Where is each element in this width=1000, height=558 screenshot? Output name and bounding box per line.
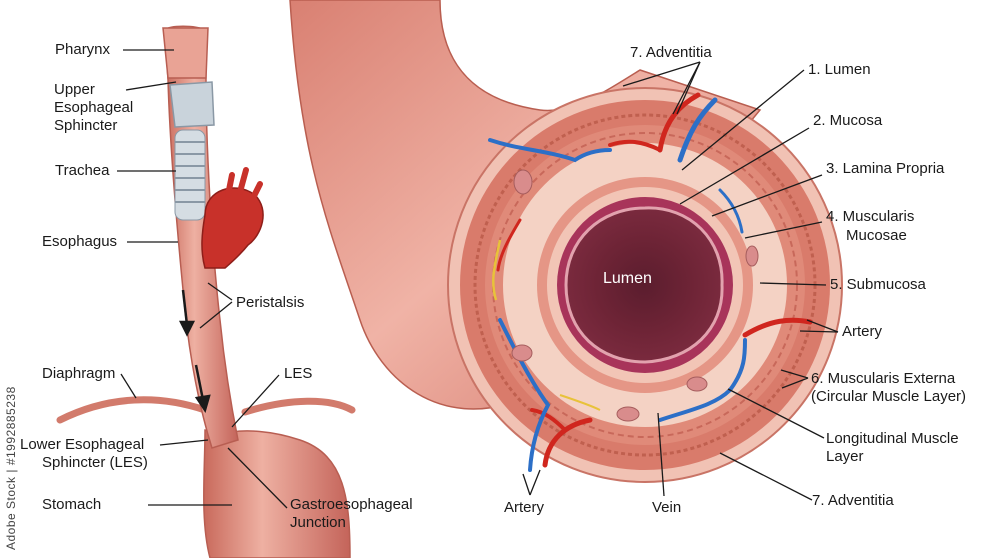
label-artery-right: Artery bbox=[842, 323, 883, 340]
gland bbox=[686, 376, 708, 392]
gland bbox=[513, 169, 533, 195]
label-esophagus: Esophagus bbox=[42, 233, 118, 250]
label-longitudinal-muscle-1: Longitudinal Muscle bbox=[826, 430, 959, 447]
label-muscularis-mucosae-2: Mucosae bbox=[846, 227, 907, 244]
circular-fiber-texture bbox=[492, 132, 798, 438]
label-les: LES bbox=[284, 365, 313, 382]
stock-watermark: Adobe Stock | #1992885238 bbox=[4, 386, 18, 550]
label-mucosa: 2. Mucosa bbox=[813, 112, 883, 129]
stomach-shape bbox=[203, 429, 351, 558]
label-artery-bottom: Artery bbox=[504, 499, 545, 516]
trachea-shape bbox=[174, 129, 206, 221]
label-adventitia-top: 7. Adventitia bbox=[630, 44, 712, 61]
esophagus-cross-section bbox=[289, 0, 843, 483]
larynx-shape bbox=[169, 81, 215, 128]
label-upper-esophageal-sphincter-3: Sphincter bbox=[54, 117, 118, 134]
label-lumen-center: Lumen bbox=[603, 270, 652, 287]
leader-lines bbox=[117, 49, 839, 509]
esophagus-overview bbox=[56, 25, 356, 558]
peristalsis-arrows bbox=[178, 289, 211, 413]
label-muscularis-mucosae-1: 4. Muscularis bbox=[826, 208, 915, 225]
lumen-cavity bbox=[564, 206, 724, 364]
label-diaphragm: Diaphragm bbox=[42, 365, 116, 382]
gland bbox=[745, 245, 759, 267]
label-longitudinal-muscle-2: Layer bbox=[826, 448, 864, 465]
label-muscularis-externa-1: 6. Muscularis Externa bbox=[811, 370, 956, 387]
label-trachea: Trachea bbox=[55, 162, 110, 179]
gland bbox=[616, 406, 640, 422]
diaphragm-shape bbox=[56, 396, 356, 424]
label-pharynx: Pharynx bbox=[55, 41, 111, 58]
label-stomach: Stomach bbox=[42, 496, 102, 513]
label-lower-esophageal-sphincter-1: Lower Esophageal bbox=[20, 436, 145, 453]
label-peristalsis: Peristalsis bbox=[236, 294, 305, 311]
label-submucosa: 5. Submucosa bbox=[830, 276, 926, 293]
nerve bbox=[492, 239, 502, 301]
aortic-branches bbox=[225, 167, 263, 203]
label-upper-esophageal-sphincter-2: Esophageal bbox=[54, 99, 134, 116]
label-gastroesophageal-junction-1: Gastroesophageal bbox=[290, 496, 413, 513]
pharynx-shape bbox=[162, 27, 209, 79]
gland bbox=[511, 344, 533, 362]
arteries bbox=[496, 92, 813, 468]
label-lamina-propria: 3. Lamina Propria bbox=[826, 160, 945, 177]
label-gastroesophageal-junction-2: Junction bbox=[290, 514, 346, 531]
label-vein: Vein bbox=[652, 499, 682, 516]
nerve-lower bbox=[559, 394, 601, 411]
label-lower-esophageal-sphincter-2: Sphincter (LES) bbox=[42, 454, 148, 471]
label-upper-esophageal-sphincter-1: Upper bbox=[54, 81, 95, 98]
label-muscularis-externa-2: (Circular Muscle Layer) bbox=[811, 388, 967, 405]
label-adventitia-bottom: 7. Adventitia bbox=[812, 492, 894, 509]
label-lumen-numbered: 1. Lumen bbox=[808, 61, 871, 78]
